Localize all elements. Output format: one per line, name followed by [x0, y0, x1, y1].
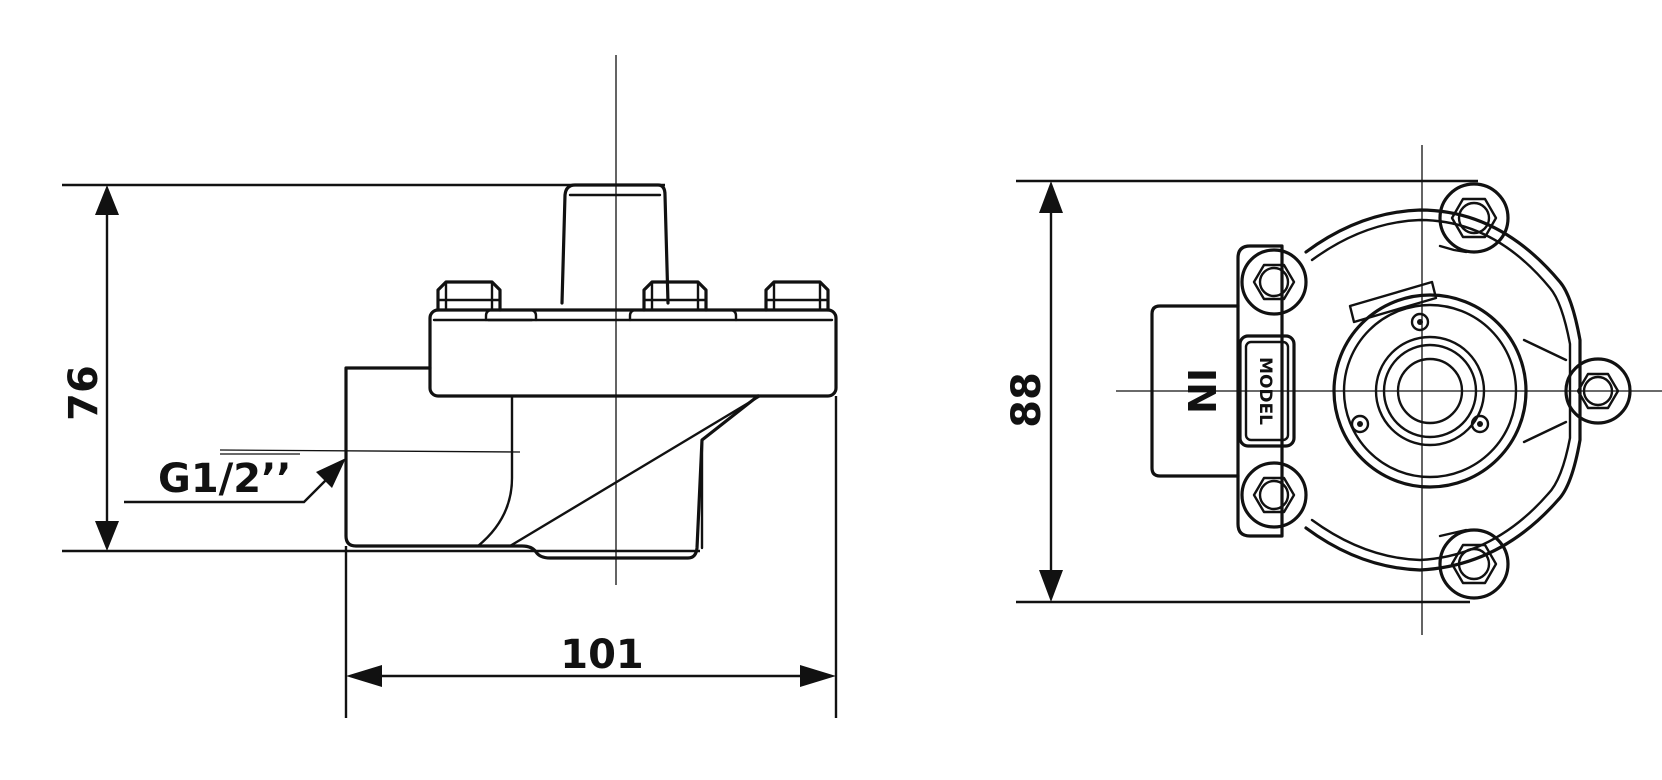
thread-label: G1/2’’: [158, 456, 292, 502]
cover-plate: [428, 308, 838, 398]
dim-width-side: 101: [346, 632, 836, 687]
bolt-center: [642, 280, 708, 312]
inlet-label: IN: [1179, 368, 1223, 414]
port-bore: [1396, 357, 1464, 425]
bolt-top-left: [1240, 248, 1308, 316]
body-diagonal: [508, 394, 762, 548]
left-boss: [1236, 244, 1284, 538]
bolt-top-right: [1438, 182, 1510, 254]
body-outline: [1304, 208, 1582, 572]
model-label: MODEL: [1255, 357, 1275, 425]
bolt-bottom-left: [1240, 461, 1308, 529]
thread-line: [219, 449, 521, 453]
bolt-right: [1564, 357, 1632, 425]
dim-height-front: 88: [1004, 181, 1063, 602]
small-screws: [1350, 312, 1490, 434]
dim-88-text: 88: [1004, 372, 1050, 428]
bolt-left: [436, 280, 502, 312]
side-view: 76 101 G1/2’’: [61, 55, 838, 718]
port-ring-outer: [1374, 335, 1486, 447]
inlet-port-curve: [476, 394, 514, 548]
dim-height-side: 76: [61, 185, 119, 551]
thread-leader: G1/2’’: [124, 456, 346, 504]
model-plate: [1238, 334, 1296, 448]
cover-outer-ring: [1332, 293, 1528, 489]
bolt-right: [764, 280, 830, 312]
inlet-port: [1150, 304, 1240, 478]
dim-76-text: 76: [61, 365, 107, 421]
bolt-bottom-right: [1438, 528, 1510, 600]
front-view: 88 IN MODEL: [1004, 145, 1662, 635]
dim-101-text: 101: [560, 632, 644, 678]
pilot-tab: [1348, 280, 1438, 324]
